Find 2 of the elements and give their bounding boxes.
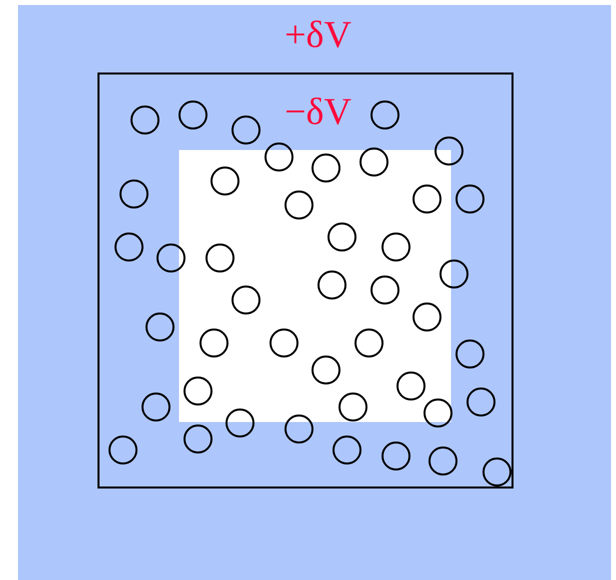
volume-label: +δV: [284, 16, 352, 54]
volume-label: −δV: [284, 93, 352, 131]
